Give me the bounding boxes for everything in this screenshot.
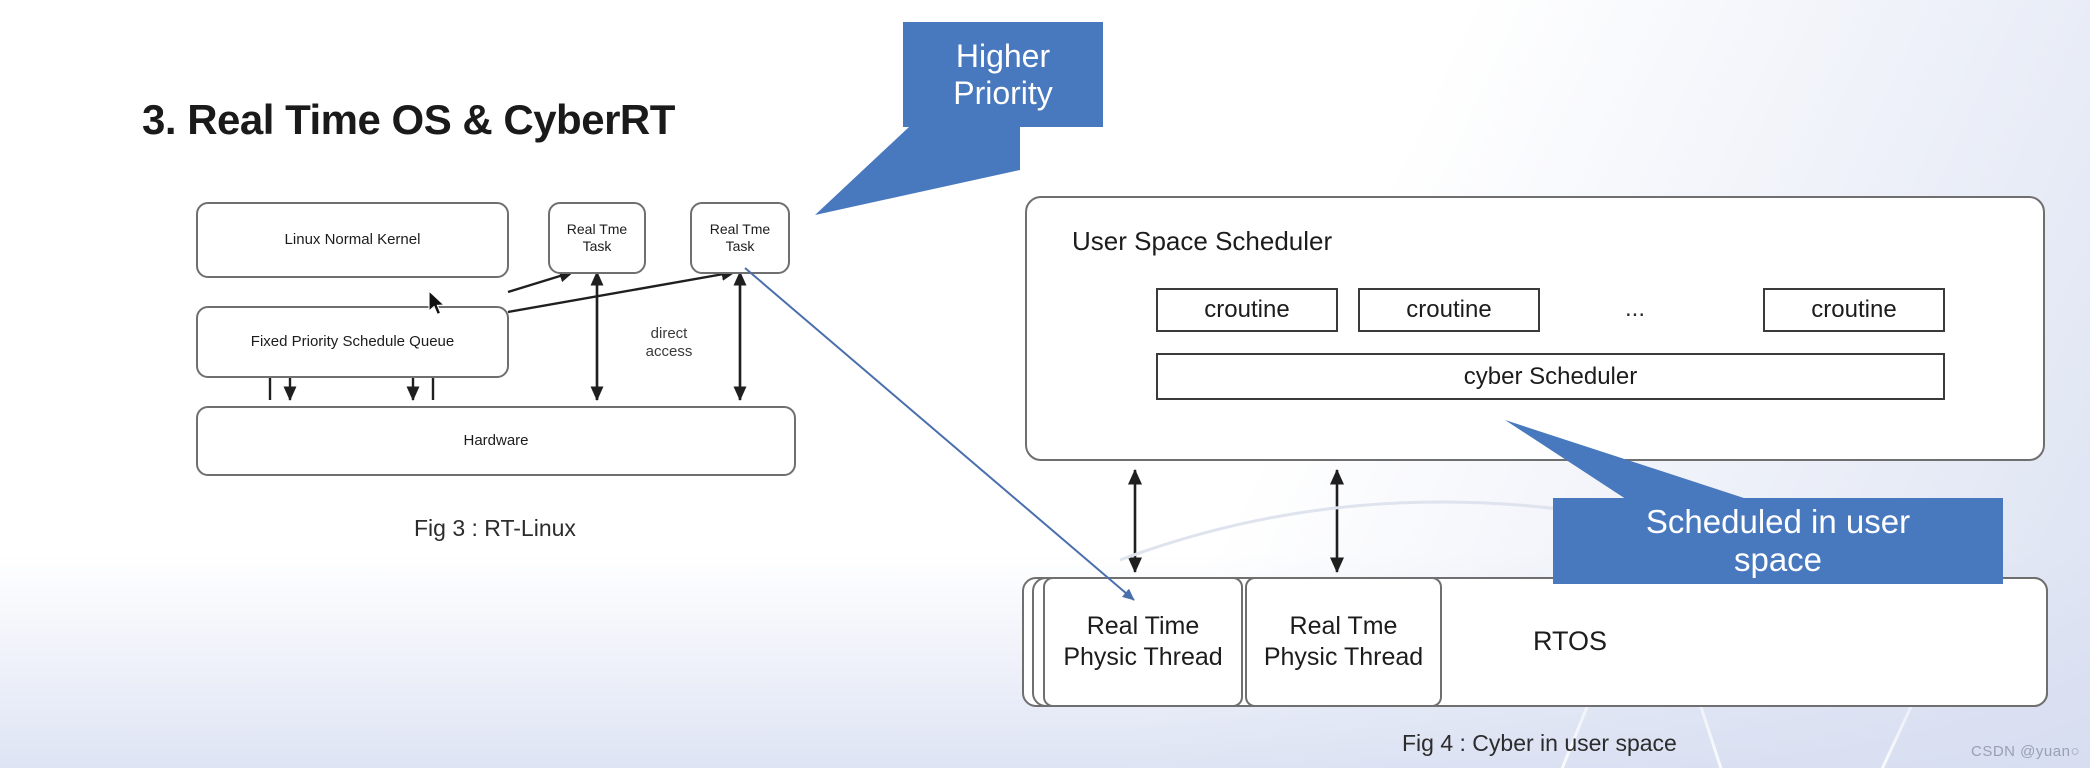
fig4-physic-thread-box-1: Real Time Physic Thread (1043, 577, 1243, 707)
fig3-direct-access-label: direct access (620, 325, 718, 361)
page-title: 3. Real Time OS & CyberRT (142, 96, 675, 143)
fig4-croutine-label-3: croutine (1811, 296, 1897, 323)
fig4-rtos-label: RTOS (1490, 625, 1650, 657)
fig4-physic-thread-1-line2: Physic Thread (1063, 643, 1223, 671)
fig4-croutine-box-2: croutine (1358, 288, 1540, 332)
fig3-schedule-queue-label: Fixed Priority Schedule Queue (250, 332, 455, 350)
fig3-direct-access-line2: access (645, 343, 693, 360)
fig3-direct-access-line1: direct (650, 325, 688, 342)
fig3-box-schedule-queue: Fixed Priority Schedule Queue (196, 306, 509, 378)
fig3-rt-task-2-line2: Task (725, 238, 755, 254)
mouse-cursor-icon (428, 290, 446, 316)
fig3-caption: Fig 3 : RT-Linux (414, 515, 576, 542)
fig4-croutine-label-1: croutine (1204, 296, 1290, 323)
scheduled-callout-tail (1505, 420, 1750, 505)
fig3-box-hardware: Hardware (196, 406, 796, 476)
fig4-caption-text: Fig 4 : Cyber in user space (1402, 730, 1677, 756)
fig4-ellipsis-text: ... (1624, 295, 1645, 322)
fig4-physic-thread-2-line2: Physic Thread (1263, 643, 1424, 671)
fig4-croutine-box-3: croutine (1763, 288, 1945, 332)
higher-priority-line2: Priority (953, 74, 1053, 111)
fig4-physic-thread-2-line1: Real Tme (1289, 611, 1398, 640)
watermark: CSDN @yuan○ (1971, 743, 2080, 760)
fig4-physic-thread-1-line1: Real Time (1086, 611, 1200, 640)
higher-priority-line1: Higher (955, 37, 1051, 74)
fig4-rtos-label-text: RTOS (1532, 626, 1608, 656)
scheduled-line2: space (1733, 541, 1823, 578)
scheduled-line1: Scheduled in user (1645, 503, 1911, 541)
fig4-physic-thread-box-2: Real Tme Physic Thread (1245, 577, 1442, 707)
fig3-box-rt-task-1: Real Tme Task (548, 202, 646, 274)
fig4-cyber-scheduler-box: cyber Scheduler (1156, 353, 1945, 400)
fig3-box-rt-task-2: Real Tme Task (690, 202, 790, 274)
fig4-scheduler-title-text: User Space Scheduler (1072, 226, 1333, 256)
fig4-caption: Fig 4 : Cyber in user space (1402, 730, 1677, 757)
fig4-scheduler-title: User Space Scheduler (1072, 226, 1492, 257)
fig4-croutine-label-2: croutine (1406, 296, 1492, 323)
fig3-rt-task-2-line1: Real Tme (709, 220, 771, 237)
fig4-cyber-scheduler-label: cyber Scheduler (1463, 362, 1638, 390)
fig3-rt-task-1-line2: Task (582, 238, 612, 254)
fig3-box-linux-kernel: Linux Normal Kernel (196, 202, 509, 278)
fig3-rt-task-1-line1: Real Tme (566, 220, 628, 237)
higher-priority-callout: Higher Priority (903, 22, 1103, 127)
fig4-croutine-box-1: croutine (1156, 288, 1338, 332)
fig4-croutine-ellipsis: ... (1605, 295, 1665, 324)
fig3-caption-text: Fig 3 : RT-Linux (414, 515, 576, 541)
fig3-hardware-label: Hardware (463, 431, 529, 449)
scheduled-in-user-space-callout: Scheduled in user space (1553, 498, 2003, 584)
fig3-linux-kernel-label: Linux Normal Kernel (284, 230, 421, 248)
